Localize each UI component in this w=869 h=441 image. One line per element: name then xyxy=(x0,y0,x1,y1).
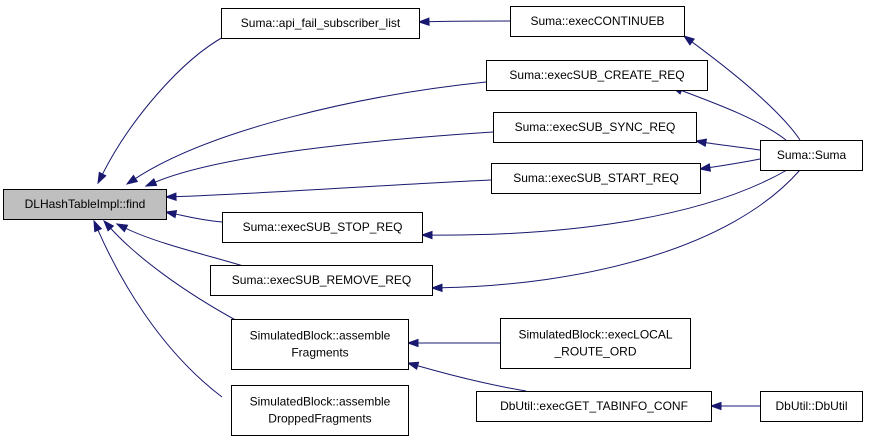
node-local-route[interactable]: SimulatedBlock::execLOCAL_ROUTE_ORD xyxy=(500,318,691,369)
arrowhead-icon xyxy=(97,171,107,185)
edge-line xyxy=(705,142,761,151)
node-label: Suma::execSUB_SYNC_REQ xyxy=(515,120,676,134)
edges-layer xyxy=(93,17,801,411)
node-label: Suma::execSUB_CREATE_REQ xyxy=(509,68,684,82)
arrowhead-icon xyxy=(164,192,177,201)
node-box xyxy=(493,112,697,143)
arrowhead-icon xyxy=(164,209,178,219)
arrowhead-icon xyxy=(698,163,712,172)
edge-suma-to-remove_req xyxy=(430,169,801,293)
arrowhead-icon xyxy=(144,177,158,187)
node-remove-req[interactable]: Suma::execSUB_REMOVE_REQ xyxy=(210,265,433,296)
node-box xyxy=(510,6,685,37)
edge-stop_req-to-find xyxy=(164,209,223,223)
node-find[interactable]: DLHashTableImpl::find xyxy=(3,189,167,220)
node-box xyxy=(486,60,708,91)
node-label: Suma::execSUB_STOP_REQ xyxy=(243,220,403,234)
node-box xyxy=(231,385,409,436)
edge-get_tabinfo-to-assemble_frag xyxy=(406,361,527,392)
arrowhead-icon xyxy=(115,223,129,233)
node-label: Fragments xyxy=(291,346,348,360)
edge-suma-to-continueb xyxy=(682,35,801,141)
edge-create_req-to-find xyxy=(125,81,487,185)
arrowhead-icon xyxy=(694,138,708,147)
edge-suma-to-start_req xyxy=(698,158,761,172)
arrowhead-icon xyxy=(682,35,696,46)
node-create-req[interactable]: Suma::execSUB_CREATE_REQ xyxy=(486,60,708,91)
node-box xyxy=(491,163,701,194)
edge-line xyxy=(681,90,787,141)
node-label: DbUtil::DbUtil xyxy=(775,399,847,413)
node-api-fail[interactable]: Suma::api_fail_subscriber_list xyxy=(221,8,420,39)
node-label: DLHashTableImpl::find xyxy=(25,197,146,211)
node-box xyxy=(500,318,691,369)
edge-line xyxy=(417,365,527,392)
node-label: DbUtil::execGET_TABINFO_CONF xyxy=(500,399,688,413)
arrowhead-icon xyxy=(430,283,443,293)
node-label: Suma::Suma xyxy=(777,148,847,162)
node-label: DroppedFragments xyxy=(268,412,371,426)
edge-line xyxy=(431,169,788,236)
edge-line xyxy=(155,131,494,183)
arrowhead-icon xyxy=(103,219,115,232)
edge-line xyxy=(709,158,761,169)
edge-suma-to-stop_req xyxy=(420,169,788,240)
node-box xyxy=(221,8,420,39)
arrowhead-icon xyxy=(93,219,103,233)
edge-line xyxy=(175,179,492,198)
edge-line xyxy=(135,81,487,179)
edge-start_req-to-find xyxy=(164,179,492,201)
node-continueb[interactable]: Suma::execCONTINUEB xyxy=(510,6,685,37)
arrowhead-icon xyxy=(417,17,430,26)
edge-line xyxy=(691,41,801,141)
edge-sync_req-to-find xyxy=(144,131,494,187)
node-suma[interactable]: Suma::Suma xyxy=(760,140,863,171)
node-box xyxy=(222,212,423,243)
node-start-req[interactable]: Suma::execSUB_START_REQ xyxy=(491,163,701,194)
arrowhead-icon xyxy=(406,361,420,371)
node-stop-req[interactable]: Suma::execSUB_STOP_REQ xyxy=(222,212,423,243)
arrowhead-icon xyxy=(406,338,419,348)
edge-line xyxy=(175,213,223,223)
node-box xyxy=(476,391,712,422)
node-box xyxy=(210,265,433,296)
node-sync-req[interactable]: Suma::execSUB_SYNC_REQ xyxy=(493,112,697,143)
arrowhead-icon xyxy=(420,230,433,240)
node-label: Suma::execSUB_REMOVE_REQ xyxy=(232,273,411,287)
node-label: Suma::execCONTINUEB xyxy=(530,14,664,28)
edge-api_fail-to-find xyxy=(97,35,226,185)
node-get-tabinfo[interactable]: DbUtil::execGET_TABINFO_CONF xyxy=(476,391,712,422)
edge-line xyxy=(102,35,226,175)
node-label: Suma::api_fail_subscriber_list xyxy=(241,16,401,30)
edge-line xyxy=(110,228,242,324)
arrowhead-icon xyxy=(125,174,139,185)
edge-suma-to-sync_req xyxy=(694,138,761,151)
node-box xyxy=(760,140,863,171)
node-label: _ROUTE_ORD xyxy=(553,345,636,359)
edge-dbutil-to-get_tabinfo xyxy=(709,401,760,411)
edge-continueb-to-api_fail xyxy=(417,17,511,26)
edge-assemble_frag-to-find xyxy=(103,219,242,324)
node-box xyxy=(3,189,167,220)
nodes-layer: DLHashTableImpl::find Suma::api_fail_subs… xyxy=(3,6,863,436)
node-label: SimulatedBlock::execLOCAL xyxy=(518,328,672,342)
node-dbutil[interactable]: DbUtil::DbUtil xyxy=(760,391,863,422)
node-box xyxy=(231,319,409,370)
edge-line xyxy=(441,169,801,289)
node-box xyxy=(760,391,863,422)
edge-local_route-to-assemble_frag xyxy=(406,338,500,348)
node-label: Suma::execSUB_START_REQ xyxy=(513,171,679,185)
edge-line xyxy=(97,229,223,398)
node-label: SimulatedBlock::assemble xyxy=(250,329,391,343)
edge-line xyxy=(428,20,511,23)
arrowhead-icon xyxy=(709,401,722,411)
edge-assemble_dropped-to-find xyxy=(93,219,223,398)
node-label: SimulatedBlock::assemble xyxy=(250,395,391,409)
